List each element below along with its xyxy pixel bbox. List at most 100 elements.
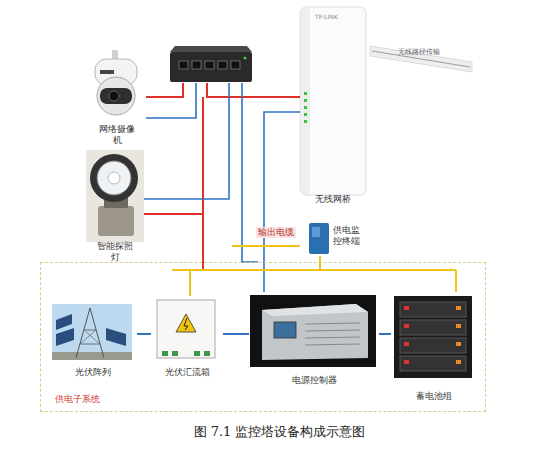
power-controller (262, 304, 368, 316)
power-controller (305, 344, 360, 345)
cable-connector (379, 333, 391, 335)
bus-wire (455, 270, 457, 292)
battery-bank (394, 296, 472, 378)
bus-wire (319, 256, 321, 270)
network-switch (170, 52, 252, 82)
bus-wire (172, 269, 456, 271)
wireless-bridge (304, 120, 307, 123)
battery-bank (400, 302, 466, 317)
pv-array (52, 304, 132, 360)
bus-wire (189, 270, 191, 296)
power-wire (144, 213, 203, 215)
node-label: 光伏阵列 (51, 367, 135, 378)
battery-bank (404, 306, 409, 310)
battery-bank (400, 356, 466, 371)
power-controller (305, 330, 360, 331)
network-wire (146, 83, 196, 118)
combiner-box (194, 351, 200, 356)
power-wire (202, 97, 204, 269)
pv-array (84, 330, 96, 331)
battery-bank (404, 342, 409, 346)
power-wire (207, 83, 300, 97)
pv-array (52, 304, 132, 360)
combiner-box (176, 314, 196, 332)
searchlight (90, 154, 138, 202)
bus-wire (232, 245, 300, 247)
figure-caption: 图 7.1 监控塔设备构成示意图 (0, 423, 559, 441)
combiner-box (204, 351, 210, 356)
power-controller (305, 323, 360, 324)
battery-bank (404, 360, 409, 364)
power-controller (274, 322, 296, 338)
bridge-node: 无线网桥 (298, 6, 368, 206)
node-label: 网络摄像机 (95, 124, 139, 146)
pv-array (56, 328, 74, 346)
camera-node: 网络摄像机 (84, 54, 150, 147)
searchlight (86, 150, 144, 242)
camera-illustration (109, 91, 119, 101)
power-controller (250, 295, 376, 367)
pv-array (106, 328, 126, 346)
network-switch (192, 61, 201, 69)
node-label: 电源控制器 (254, 375, 374, 386)
wireless-bridge (301, 8, 310, 194)
cable-label: 输出电缆 (256, 227, 296, 238)
pv-array (90, 308, 104, 358)
wireless-beam (370, 46, 472, 72)
node-label: 供电监控终端 (333, 225, 365, 247)
searchlight (98, 206, 134, 236)
searchlight (97, 161, 131, 195)
node-label: 供电子系统 (55, 394, 100, 405)
combiner-box (157, 300, 215, 358)
battery-bank (456, 360, 461, 364)
network-switch (179, 61, 188, 69)
pv-array-node: 光伏阵列 (49, 301, 137, 379)
battery-bank (400, 320, 466, 335)
battery-bank (394, 296, 472, 378)
network-switch (231, 61, 240, 69)
network-switch (244, 57, 247, 60)
wireless-bridge (300, 7, 366, 195)
camera-illustration (97, 77, 135, 115)
searchlight (108, 172, 120, 184)
battery-bank (456, 306, 461, 310)
pv-array (80, 330, 96, 344)
pv-array (76, 308, 90, 358)
node-label: 智能探照灯 (93, 241, 137, 263)
wireless-beam (370, 46, 472, 72)
wireless-bridge (304, 99, 307, 102)
combiner-node: 光伏汇流箱 (151, 297, 223, 379)
wireless-bridge (300, 7, 366, 195)
monitor-terminal (309, 223, 329, 254)
searchlight-node: 智能探照灯 (84, 148, 146, 264)
network-switch (170, 46, 252, 52)
power-wire (146, 83, 183, 97)
network-wire (144, 83, 229, 199)
network-switch (170, 46, 252, 82)
monitor-terminal (312, 227, 320, 237)
searchlight (86, 150, 144, 242)
battery-node: 蓄电池组 (391, 293, 477, 403)
combiner-box (172, 351, 178, 356)
terminal-node: 供电监控终端 (306, 220, 370, 258)
pv-array (56, 314, 72, 330)
pv-array (52, 352, 132, 360)
pv-array (84, 330, 100, 344)
battery-bank (400, 338, 466, 353)
cable-connector (223, 333, 249, 335)
node-label: 光伏汇流箱 (152, 367, 222, 378)
battery-bank (456, 324, 461, 328)
camera-illustration (100, 70, 114, 74)
network-wire (264, 112, 300, 292)
node-label: 无线网桥 (301, 194, 365, 205)
combiner-box (184, 318, 188, 330)
network-wire (144, 83, 300, 292)
power-wire (144, 83, 300, 269)
network-switch (205, 61, 214, 69)
power-controller (250, 295, 376, 367)
wireless-bridge (304, 113, 307, 116)
cable-connector (137, 333, 151, 335)
subsystem-region: 供电子系统 光伏阵列 光伏汇流箱电源控制器 蓄电池组 (40, 262, 486, 412)
combiner-box (157, 300, 215, 358)
